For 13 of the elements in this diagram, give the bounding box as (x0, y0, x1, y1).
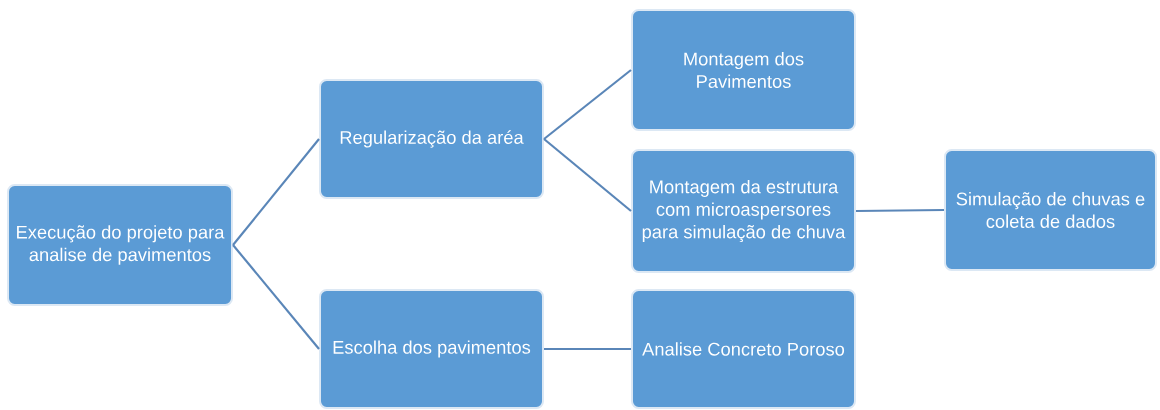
process-box: Montagem da estrutura com microaspersores para simulação de chuva (631, 149, 856, 273)
connector-line (232, 138, 320, 246)
process-box: Montagem dos Pavimentos (631, 9, 856, 131)
process-box: Escolha dos pavimentos (319, 289, 544, 409)
connector-line (856, 208, 944, 213)
connector-line (543, 138, 632, 212)
process-box: Simulação de chuvas e coleta de dados (944, 149, 1157, 271)
process-box: Regularização da aréa (319, 79, 544, 199)
connector-line (543, 69, 632, 140)
connector-line (544, 347, 631, 351)
process-box: Execução do projeto para analise de pavimentos (7, 184, 233, 306)
process-box: Analise Concreto Poroso (631, 289, 856, 409)
connector-line (232, 244, 320, 350)
